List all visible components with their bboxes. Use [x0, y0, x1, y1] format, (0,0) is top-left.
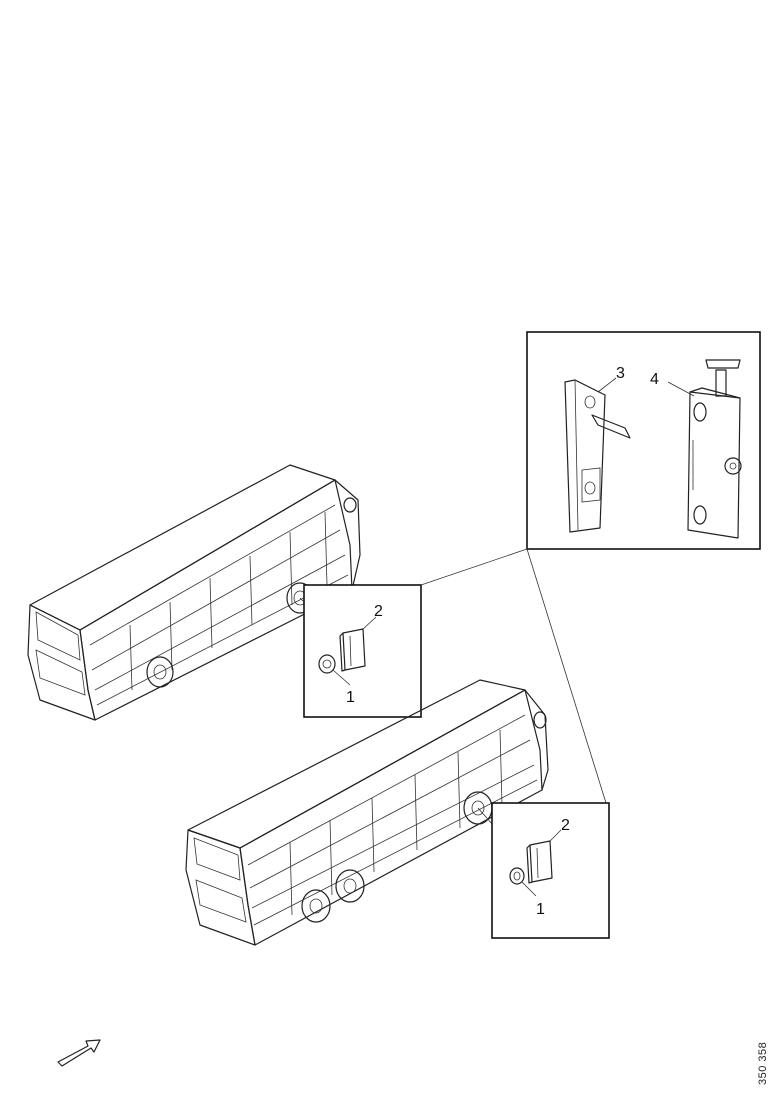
bottom-inset-box: 1 2: [491, 802, 610, 939]
callout-3: 3: [616, 365, 625, 382]
top-inset-box: 1 2: [303, 584, 422, 718]
callout-1-bottom: 1: [536, 901, 545, 918]
drawing-reference: 350 358: [757, 1042, 769, 1085]
detail-inset-box: 3 4: [526, 331, 761, 550]
direction-arrow-icon: [57, 1039, 101, 1067]
top-bus-illustration: [27, 464, 361, 721]
bottom-bus-illustration: [185, 679, 549, 946]
callout-1-top: 1: [346, 689, 355, 706]
callout-4: 4: [650, 371, 659, 388]
callout-2-top: 2: [374, 603, 383, 620]
callout-2-bottom: 2: [561, 817, 570, 834]
